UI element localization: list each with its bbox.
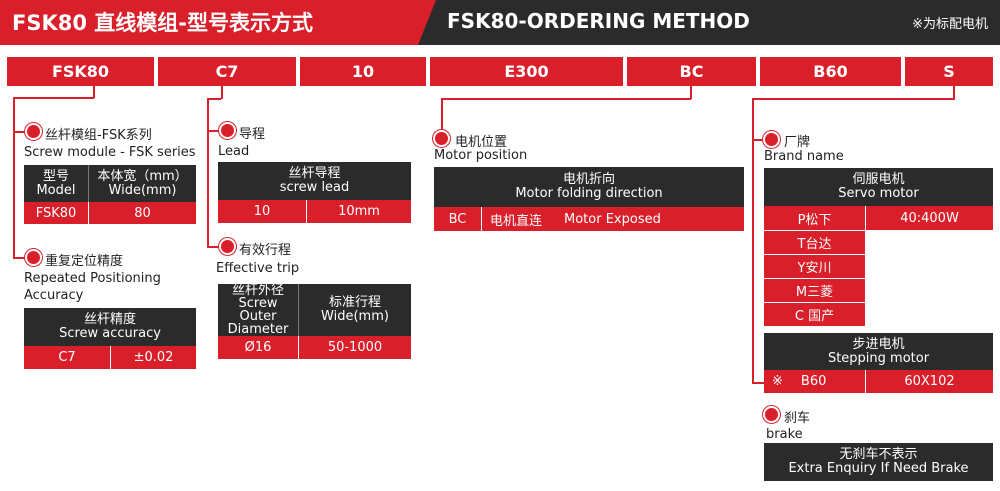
code-model: FSK80 [7,57,154,86]
code-lead: 10 [300,57,426,86]
motor-position-cell-desc: 电机直连 Motor Exposed [481,207,744,231]
code-brand: B60 [760,57,901,86]
servo-brand-cell: C 国产 [764,302,865,326]
accuracy-cell-code: C7 [24,346,110,369]
code-stroke: E300 [430,57,623,86]
accuracy-label-en-1: Repeated Positioning [24,271,161,286]
bullet-dot-icon [221,240,234,253]
title-banner [0,0,436,45]
bullet-dot-icon [765,408,778,421]
brand-label-cn: 厂牌 [784,135,811,150]
brake-label-cn: 刹车 [784,411,811,426]
lead-label-cn: 导程 [239,127,266,142]
brand-label-en: Brand name [764,149,844,164]
series-col-width: 本体宽（mm）Wide(mm) [88,165,196,202]
code-brake: S [905,57,993,86]
servo-brand-cell: P松下 [764,206,865,230]
connector-line [752,382,766,384]
bullet-dot-icon [221,124,234,137]
subtitle-banner [418,0,1000,45]
series-cell-width: 80 [88,202,196,224]
motor-position-label-en: Motor position [434,148,528,163]
code-motor-position: BC [627,57,756,86]
page-subtitle: FSK80-ORDERING METHOD [447,9,750,33]
trip-cell-diameter: Ø16 [218,336,298,359]
page-title: FSK80 直线模组-型号表示方式 [12,11,313,35]
servo-brand-cell: M三菱 [764,278,865,302]
connector-line [752,98,955,100]
trip-cell-range: 50-1000 [298,336,411,359]
connector-line [13,257,30,259]
connector-line [207,130,224,132]
connector-line [207,246,224,248]
standard-mark: ※ [772,374,783,389]
bullet-dot-icon [27,125,40,138]
series-label-en: Screw module - FSK series [24,145,196,160]
stepper-code-cell: ※ B60 [764,370,865,393]
motor-position-label-cn: 电机位置 [455,135,508,150]
bullet-dot-icon [435,132,448,145]
stepper-spec-cell: 60X102 [865,370,993,393]
connector-line [221,86,223,99]
trip-label-en: Effective trip [216,261,300,276]
code-accuracy: C7 [158,57,296,86]
connector-line [93,86,95,98]
connector-line [441,98,691,100]
lead-cell-value: 10mm [306,200,411,223]
servo-brand-cell: Y安川 [764,254,865,278]
servo-spec-cell: 40:400W [865,206,993,230]
connector-line [13,97,94,99]
connector-line [13,97,15,259]
connector-line [953,86,955,99]
brake-label-en: brake [766,427,803,442]
lead-cell-code: 10 [218,200,306,223]
accuracy-cell-value: ±0.02 [110,346,196,369]
bullet-dot-icon [27,251,40,264]
servo-brand-cell: T台达 [764,230,865,254]
connector-line [690,86,692,99]
connector-line [752,139,766,141]
accuracy-label-en-2: Accuracy [24,288,84,303]
standard-motor-note: ※为标配电机 [912,17,988,32]
series-cell-model: FSK80 [24,202,88,224]
motor-position-cell-code: BC [434,207,481,231]
bullet-dot-icon [765,133,778,146]
lead-label-en: Lead [218,144,250,159]
series-label-cn: 丝杆模组-FSK系列 [45,128,152,143]
connector-line [752,98,754,384]
connector-line [441,98,443,132]
trip-label-cn: 有效行程 [239,243,292,258]
connector-line [13,131,30,133]
connector-line [207,98,221,100]
accuracy-label-cn: 重复定位精度 [45,254,124,269]
connector-line [207,98,209,248]
